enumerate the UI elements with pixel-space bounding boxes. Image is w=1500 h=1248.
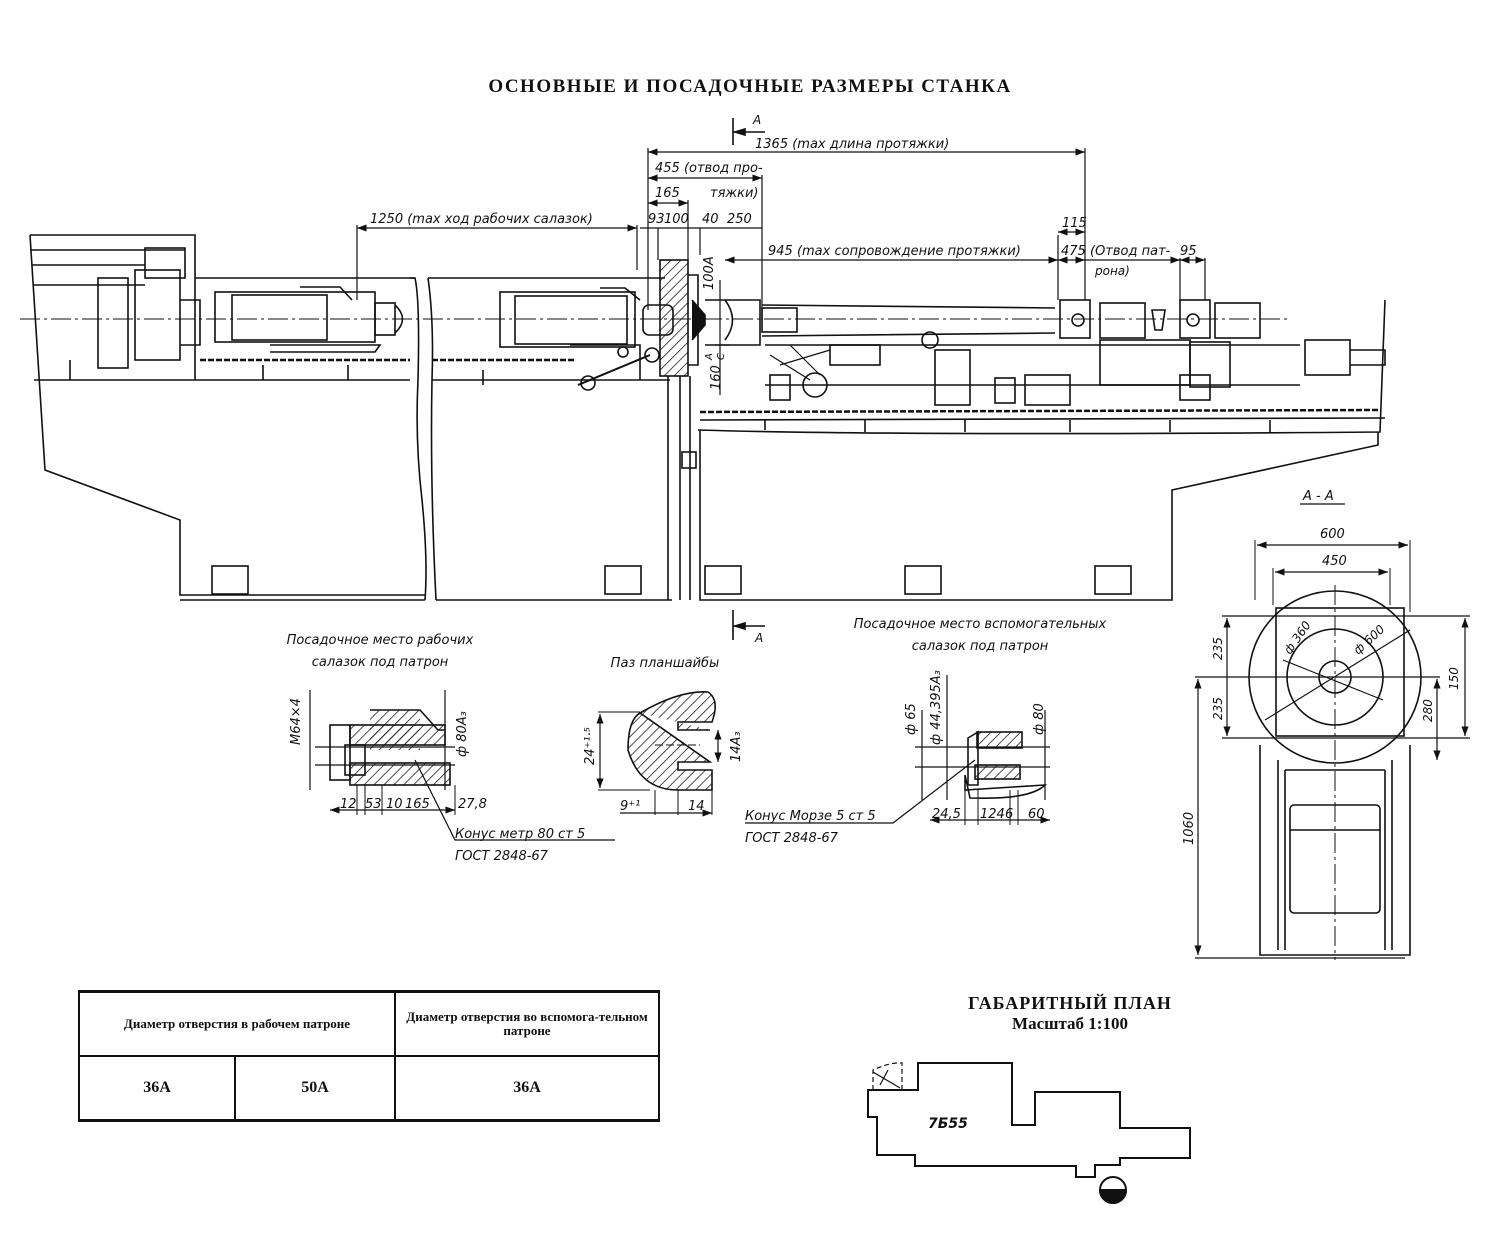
machine-bed-left (29, 234, 425, 601)
dim-235-bottom: 235 (1211, 697, 1225, 720)
dim-475: 475 (1061, 244, 1086, 259)
dim-12: 12 (340, 797, 357, 812)
dim-max-broach-length: 1365 (max длина протяжки) (755, 137, 949, 152)
dim-24-5: 24,5 (932, 807, 961, 822)
detail-aux-caption: Посадочное место вспомогательных салазок… (850, 614, 1110, 658)
detail-aux-slide (745, 675, 1050, 825)
dim-1060: 1060 (1182, 812, 1197, 845)
floor-plan-title: ГАБАРИТНЫЙ ПЛАН (968, 993, 1172, 1013)
dim-250: 250 (727, 212, 752, 227)
section-label: А (752, 113, 761, 127)
caption-line: Посадочное место рабочих (286, 633, 474, 648)
section-label-bottom: А (754, 631, 763, 645)
dim-40: 40 (702, 212, 719, 227)
dim-d600: ф 600 (1351, 622, 1388, 657)
dim-100A: 100А (702, 256, 717, 290)
machine-bed-middle (410, 277, 672, 601)
thread-label: М64×4 (289, 698, 304, 745)
dim-95: 95 (1180, 244, 1197, 259)
cone-label: Конус метр 80 ст 5 (455, 827, 585, 842)
cell-working-1: 36А (78, 1055, 236, 1122)
header-aux-chuck: Диаметр отверстия во вспомога-тельном па… (394, 990, 660, 1057)
dim-600-width: 600 (1320, 527, 1345, 542)
dimension-texts: А 1365 (max длина протяжки) 455 (отвод п… (370, 113, 1197, 645)
dim-53: 53 (365, 797, 382, 812)
dim-10: 10 (386, 797, 403, 812)
fit-c: С (716, 353, 727, 360)
d80-label: ф 80 (1032, 703, 1047, 735)
slot-width-label: 14А₃ (729, 731, 744, 762)
dim-9: 9⁺¹ (620, 799, 640, 814)
detail-working-caption: Посадочное место рабочих салазок под пат… (270, 630, 490, 674)
dim-165: 165 (655, 186, 680, 201)
diameter-label: ф 80А₃ (455, 711, 470, 757)
machine-model-label: 7Б55 (928, 1116, 968, 1132)
dim-93: 93 (648, 212, 665, 227)
dim-6: 6 (1005, 807, 1013, 822)
dim-27-8: 27,8 (458, 797, 487, 812)
dim-450-width: 450 (1322, 554, 1347, 569)
section-marker-top (732, 118, 765, 145)
detail-faceplate-slot (596, 691, 722, 817)
page-title: ОСНОВНЫЕ И ПОСАДОЧНЫЕ РАЗМЕРЫ СТАНКА (488, 76, 1012, 97)
dim-60: 60 (1028, 807, 1045, 822)
caption-line: салазок под патрон (311, 655, 449, 670)
dim-max-broach-follow: 945 (max сопровождение протяжки) (768, 244, 1021, 259)
cell-aux: 36А (394, 1055, 660, 1122)
dim-broach-retract: 455 (отвод про- (655, 161, 763, 176)
d65-label: ф 65 (904, 703, 919, 735)
dim-max-working-slide-travel: 1250 (max ход рабочих салазок) (370, 212, 593, 227)
dim-chuck-retract: (Отвод пат- (1090, 244, 1171, 259)
dim-160: 160 (709, 365, 724, 390)
detail-slot-caption: Паз планшайбы (610, 656, 720, 671)
table-header-row: Диаметр отверстия в рабочем патроне Диам… (78, 990, 660, 1057)
dimension-lines (356, 148, 1206, 395)
dim-broach-retract-2: тяжки) (710, 186, 758, 201)
section-marker-bottom (732, 610, 765, 640)
standard-label: ГОСТ 2848-67 (455, 849, 549, 864)
dim-150: 150 (1447, 667, 1461, 690)
floor-plan-scale: Масштаб 1:100 (1012, 1014, 1128, 1033)
header-working-chuck: Диаметр отверстия в рабочем патроне (78, 990, 396, 1057)
section-aa (1194, 503, 1470, 960)
cell-working-2: 50А (234, 1055, 396, 1122)
aux-standard-label: ГОСТ 2848-67 (745, 831, 839, 846)
fit-a: А (704, 353, 715, 361)
floor-plan-outline (867, 1062, 1191, 1204)
spec-table: Диаметр отверстия в рабочем патроне Диам… (78, 990, 660, 1122)
dim-124: 124 (980, 807, 1005, 822)
dim-280: 280 (1421, 699, 1435, 722)
dim-235-top: 235 (1211, 637, 1225, 660)
dim-100: 100 (664, 212, 689, 227)
dim-14: 14 (688, 799, 705, 814)
d44-label: ф 44,395А₃ (929, 670, 944, 745)
slot-height-label: 24⁺¹·⁵ (583, 727, 598, 765)
faceplate-assembly (642, 259, 798, 600)
caption-line: салазок под патрон (911, 639, 1049, 654)
dim-165-detail: 165 (405, 797, 430, 812)
section-aa-label: А - А (1302, 489, 1334, 504)
table-row: 36А 50А 36А (78, 1055, 660, 1122)
caption-line: Посадочное место вспомогательных (853, 617, 1107, 632)
machine-bed-right (697, 299, 1386, 601)
detail-working-slide (309, 690, 615, 841)
morse-cone-label: Конус Морзе 5 ст 5 (745, 809, 876, 824)
dim-chuck-retract-2: рона) (1094, 264, 1130, 278)
dim-115: 115 (1062, 216, 1087, 231)
